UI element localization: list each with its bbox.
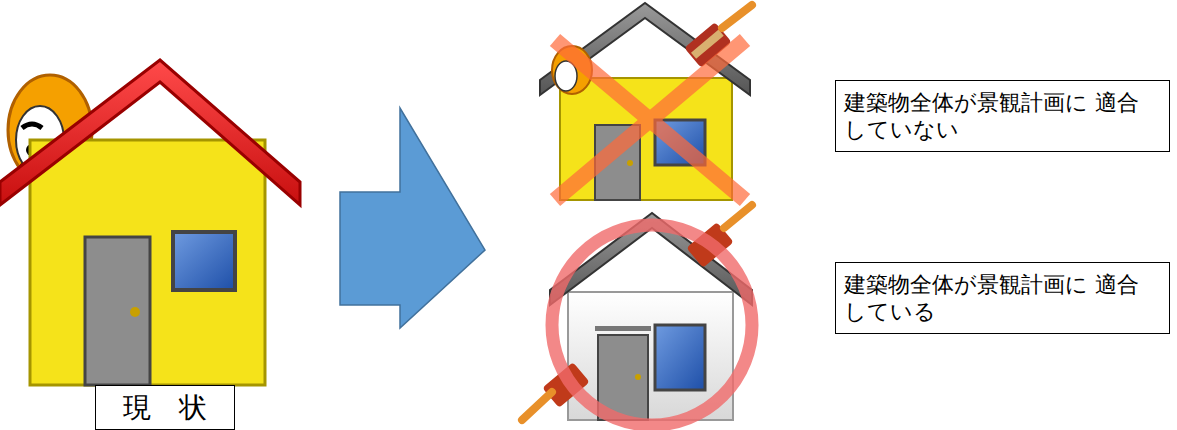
text-box: 現 状 [95, 385, 235, 430]
text-box: 建築物全体が景観計画に 適合している [835, 262, 1170, 334]
rejected-house [540, 3, 752, 200]
current-house [0, 60, 300, 385]
accepted-house [522, 205, 752, 425]
transition-arrow [340, 108, 485, 328]
text-box: 建築物全体が景観計画に 適合していない [835, 80, 1170, 152]
box-text: 建築物全体が景観計画に 適合していない [844, 89, 1161, 144]
box-text: 現 状 [123, 390, 207, 425]
box-text: 建築物全体が景観計画に 適合している [844, 271, 1161, 326]
cross-mark [555, 40, 745, 200]
approval-circle [552, 225, 752, 425]
